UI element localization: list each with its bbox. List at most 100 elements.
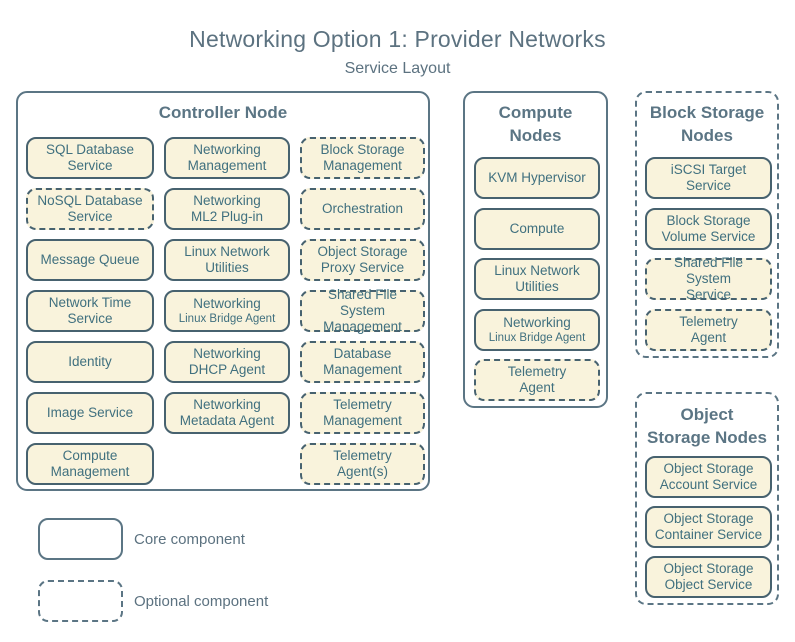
service-box-label-line: Management xyxy=(323,158,402,173)
service-box-label-line: Block Storage xyxy=(666,212,751,228)
service-box-label-line: Agent xyxy=(519,380,555,395)
service-box-label-line: DHCP Agent xyxy=(188,362,266,377)
service-box-label-line: Compute xyxy=(62,448,118,463)
service-box-label-line: Service xyxy=(685,287,731,302)
service-box-label-line: Object Storage xyxy=(663,511,754,526)
legend-optional-sample-box xyxy=(38,580,123,622)
group-title-line: Block Storage xyxy=(649,103,765,122)
service-box-label-line: Object Storage xyxy=(663,461,754,476)
service-box-label-line: iSCSI Target xyxy=(670,162,747,177)
service-box-label-line: Service xyxy=(685,178,731,193)
service-box-label-line: SQL Database xyxy=(45,142,135,157)
service-box-label-line: Telemetry xyxy=(679,313,738,329)
page-subtitle: Service Layout xyxy=(344,60,451,77)
service-box-label-line: Compute xyxy=(509,220,565,236)
service-box-label-line: Service xyxy=(67,311,113,326)
service-box-label-line: Networking xyxy=(503,314,571,330)
service-box-label-line: Utilities xyxy=(515,279,559,294)
service-box-label-line: Metadata Agent xyxy=(179,413,275,428)
service-box-label-line: Telemetry xyxy=(333,397,392,412)
service-box-label-line: Account Service xyxy=(659,477,758,492)
group-title-line: Controller Node xyxy=(158,103,288,122)
service-box-label-line: Object Storage xyxy=(317,244,408,259)
service-box-label-line: Networking xyxy=(193,193,261,208)
service-box-label-line: Database xyxy=(333,346,392,361)
service-box: Identity xyxy=(26,341,154,383)
group-title-line: Compute xyxy=(498,103,573,122)
service-box-label-line: Object Service xyxy=(664,577,753,592)
service-box-label-line: Service xyxy=(67,158,113,173)
service-box-label-line: Service xyxy=(67,209,113,224)
service-box-label-line: Linux Network xyxy=(184,244,270,259)
service-box-label-line: Management xyxy=(323,362,402,377)
legend-core-label: Core component xyxy=(134,530,245,548)
service-box-label-line: Management xyxy=(323,413,402,428)
legend-row-core: Core component xyxy=(38,518,245,560)
service-box-label-line: Networking xyxy=(193,346,261,361)
service-box-label-line: Shared File System xyxy=(327,287,398,318)
group-title-line: Object xyxy=(680,405,734,424)
legend-core-sample-box xyxy=(38,518,123,560)
service-box-label-line: Linux Network xyxy=(494,263,580,278)
service-box: KVM Hypervisor xyxy=(474,157,600,199)
service-box-label-line: Agent(s) xyxy=(336,464,389,479)
service-box-label-line: Networking xyxy=(193,142,261,157)
service-box-label-line: Telemetry xyxy=(507,364,567,379)
service-box-label-line: Shared File System xyxy=(673,255,744,286)
service-box-label-line: Block Storage xyxy=(320,142,405,157)
service-box: Message Queue xyxy=(26,239,154,281)
service-box-label-line: Agent xyxy=(690,329,727,345)
group-title: Controller Node xyxy=(18,101,428,124)
service-box-label-line: Networking xyxy=(193,296,261,311)
service-box-label-line: ML2 Plug-in xyxy=(190,209,264,224)
group-title-line: Nodes xyxy=(509,126,562,145)
service-box: Image Service xyxy=(26,392,154,434)
legend-row-optional: Optional component xyxy=(38,580,268,622)
service-box-label-line: Volume Service xyxy=(661,228,756,244)
service-box-label-line: Telemetry xyxy=(333,448,392,463)
service-box-label-line: Identity xyxy=(68,354,112,369)
service-box-label-line: Message Queue xyxy=(40,252,140,267)
group-title-line: Nodes xyxy=(681,126,733,145)
service-box-label-line: NoSQL Database xyxy=(37,193,143,208)
service-box-label-line: KVM Hypervisor xyxy=(488,170,586,185)
service-box-label-line: Orchestration xyxy=(321,201,404,216)
legend-optional-label: Optional component xyxy=(134,592,269,610)
service-box-label-line: Container Service xyxy=(654,527,763,542)
service-box-label-line: Management xyxy=(323,319,402,334)
page-title: Networking Option 1: Provider Networks xyxy=(189,26,606,52)
